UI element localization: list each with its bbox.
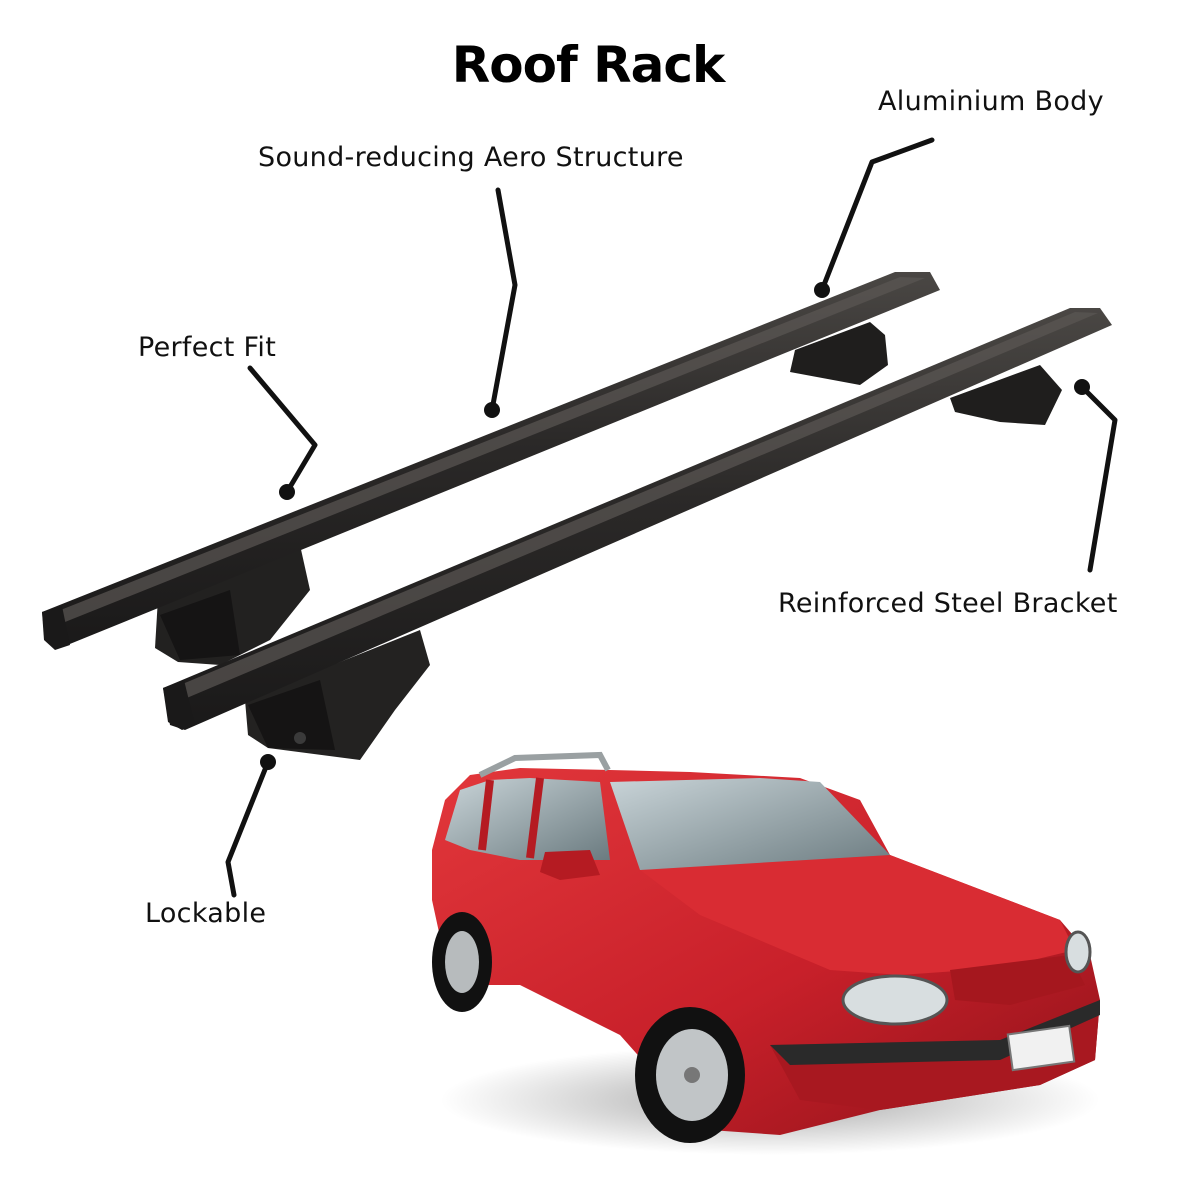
car-headlight-right <box>1064 930 1092 974</box>
callout-line-aero <box>489 187 518 413</box>
feature-label-lockable: Lockable <box>145 898 267 929</box>
feature-label-aero-structure: Sound-reducing Aero Structure <box>258 142 684 173</box>
car-rear-wheel <box>432 912 492 1012</box>
red-station-wagon <box>432 751 1100 1155</box>
car-roof-rails <box>478 751 611 778</box>
car-hood <box>640 855 1075 975</box>
rear-bar <box>42 272 940 648</box>
feature-label-perfect-fit: Perfect Fit <box>138 332 277 363</box>
car-windshield <box>610 778 890 870</box>
car-grille <box>950 955 1085 1005</box>
rear-bar-foot-right <box>790 322 888 385</box>
car-headlight-left <box>841 974 949 1026</box>
callout-line-perfect-fit <box>247 365 318 495</box>
callout-line-steel-bracket <box>1079 384 1118 573</box>
front-bar-foot-right <box>950 365 1062 425</box>
car-front-wheel <box>635 1007 745 1143</box>
feature-label-steel-bracket: Reinforced Steel Bracket <box>778 588 1118 619</box>
callout-line-aluminium <box>819 137 935 293</box>
roof-rack <box>42 272 1112 760</box>
feature-label-aluminium-body: Aluminium Body <box>878 86 1104 117</box>
front-bar <box>163 308 1112 730</box>
callout-dots <box>260 282 1090 770</box>
callout-lines <box>225 137 1118 898</box>
car-side-mirror <box>540 850 600 880</box>
page-title: Roof Rack <box>451 36 726 94</box>
callout-line-lockable <box>225 759 271 898</box>
license-plate <box>1006 1024 1076 1072</box>
